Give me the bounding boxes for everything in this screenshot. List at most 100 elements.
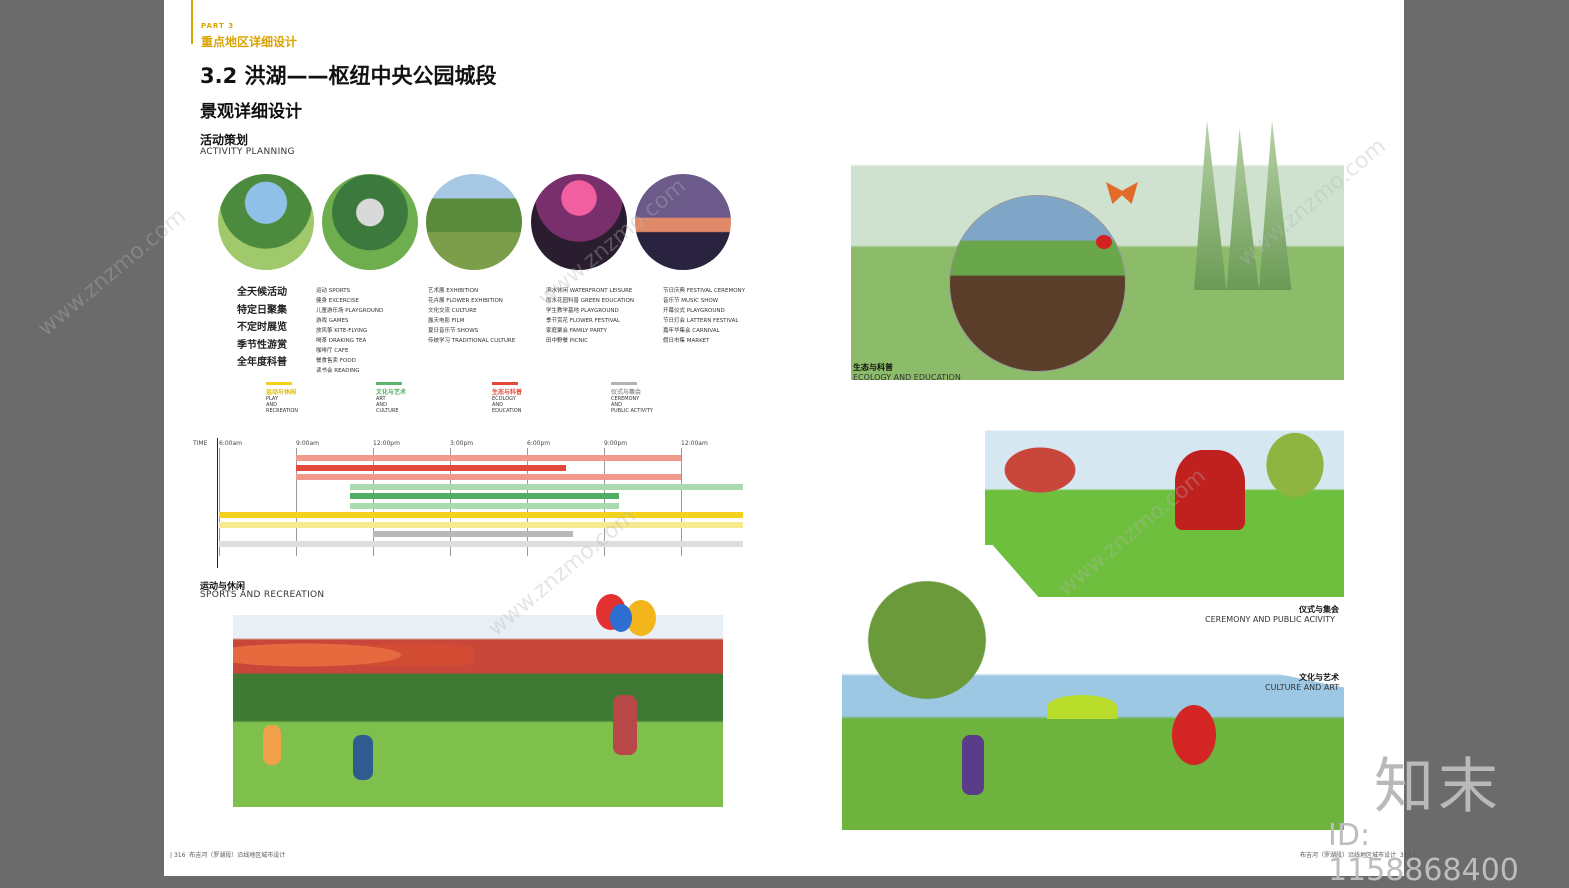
- page-number-left: 316: [173, 852, 186, 859]
- ecology-caption-en: ECOLOGY AND EDUCATION: [853, 373, 961, 382]
- category-item: 特定日聚集: [237, 304, 287, 316]
- activity-item: 放风筝 KITE-FLYING: [316, 328, 368, 334]
- activity-item: 开幕仪式 PLAYGROUND: [663, 308, 725, 314]
- ecology-caption: 生态与科普: [853, 363, 893, 372]
- legend-swatch: [376, 382, 402, 385]
- activity-title-en: ACTIVITY PLANNING: [200, 147, 295, 157]
- ceremony-caption: 仪式与集会: [1299, 605, 1339, 614]
- cyclist-figure: [353, 735, 373, 780]
- legend-label: 生态与科普: [492, 389, 523, 396]
- legend-label: 文化与艺术: [376, 389, 407, 396]
- soil-section-circle: [949, 195, 1126, 372]
- legend-play: 运动与休闲 PLAY AND RECREATION: [266, 382, 298, 414]
- balloon-blue: [610, 604, 632, 632]
- watermark-logo: 知末: [1374, 752, 1502, 822]
- photo-meadow: [426, 174, 522, 270]
- ladybug-icon: [1096, 235, 1112, 249]
- photo-fountain: [635, 174, 731, 270]
- umbrella: [1047, 695, 1117, 719]
- category-item: 全年度科普: [237, 357, 287, 368]
- legend-ecology: 生态与科普 ECOLOGY AND EDUCATION: [492, 382, 522, 414]
- activity-item: 花卉展 FLOWER EXHIBITION: [428, 298, 503, 304]
- activity-item: 田中野餐 PICNIC: [546, 338, 589, 344]
- timeline-tick-label: 6:00am: [219, 440, 242, 447]
- timeline-tick-line: [527, 448, 528, 556]
- timeline-bar: [373, 531, 574, 537]
- activity-item: 嘉年华集会 CARNIVAL: [663, 328, 720, 334]
- legend-swatch: [266, 382, 292, 385]
- timeline-bar: [296, 474, 681, 480]
- sports-collage: [233, 615, 723, 807]
- legend-label: 运动与休闲: [266, 389, 297, 396]
- timeline-tick-label: 9:00pm: [604, 440, 628, 447]
- legend-label-en: CEREMONY AND PUBLIC ACTIVITY: [611, 396, 653, 414]
- lion-dance: [1175, 450, 1245, 530]
- timeline-tick-label: 6:00pm: [527, 440, 551, 447]
- timeline-tick-line: [681, 448, 682, 556]
- timeline-bar: [349, 483, 743, 490]
- category-item: 不定时展览: [237, 322, 287, 333]
- activity-item: 季节赏花 FLOWER FESTIVAL: [546, 318, 620, 324]
- timeline-tick-line: [604, 448, 605, 556]
- activity-item: 学生教学基地 PLAYGROUND: [546, 308, 619, 314]
- activity-column-3: 滨水休闲 WATERFRONT LEISURE 雨水花园科普 GREEN EDU…: [546, 286, 634, 346]
- photo-lawn: [218, 174, 314, 270]
- timeline-tick-label: 12:00pm: [373, 440, 400, 447]
- activity-item: 游戏 GAMES: [316, 318, 349, 324]
- footer-right: 布吉河（罗湖段）沿线地区城市设计 317 |: [1300, 852, 1416, 859]
- timeline-tick-label: 9:00am: [296, 440, 319, 447]
- timeline-bar: [219, 512, 743, 518]
- activity-column-1: 运动 SPORTS 健身 EXCERCISE 儿童游乐场 PLAYGROUND …: [316, 286, 383, 376]
- activity-column-2: 艺术展 EXHIBITION 花卉展 FLOWER EXHIBITION 文化交…: [428, 286, 515, 346]
- activity-item: 滨水休闲 WATERFRONT LEISURE: [546, 288, 633, 294]
- activity-item: 假日市集 MARKET: [663, 338, 710, 344]
- musician-figure: [962, 735, 984, 795]
- activity-item: 艺术展 EXHIBITION: [428, 288, 479, 294]
- activity-item: 传统学习 TRADITIONAL CULTURE: [428, 338, 516, 344]
- timeline-tick-line: [296, 448, 297, 556]
- activity-item: 咖啡厅 CAFE: [316, 348, 349, 354]
- timeline-tick-label: 3:00pm: [450, 440, 474, 447]
- activity-item: 喝茶 DRAKING TEA: [316, 338, 367, 344]
- category-item: 季节性游赏: [237, 339, 287, 351]
- child-figure: [613, 695, 637, 755]
- legend-label: 仪式与集会: [611, 389, 642, 396]
- activity-item: 家庭聚会 FAMILY PARTY: [546, 328, 607, 334]
- balloon-dog-sculpture: [1172, 705, 1216, 765]
- photo-bridge: [322, 174, 418, 270]
- ceremony-collage: [985, 400, 1344, 597]
- timeline-tick-line: [450, 448, 451, 556]
- activity-item: 夏日音乐节 SHOWS: [428, 328, 479, 334]
- timeline-tick-line: [373, 448, 374, 556]
- tree: [1255, 420, 1335, 510]
- timeline-axis: [217, 438, 218, 568]
- butterfly-icon: [1106, 182, 1138, 204]
- sports-title: 运动与休闲: [200, 582, 246, 592]
- footer-right-text: 布吉河（罗湖段）沿线地区城市设计: [1300, 852, 1397, 859]
- activity-item: 节日灯会 LATTERN FESTIVAL: [663, 318, 739, 324]
- ceremony-caption-en: CEREMONY AND PUBLIC ACIVITY: [1205, 615, 1336, 624]
- activity-item: 雨水花园科普 GREEN EDUCATION: [546, 298, 634, 304]
- category-item: 全天候活动: [237, 287, 287, 298]
- activity-item: 运动 SPORTS: [316, 288, 351, 294]
- timeline-bar: [219, 521, 743, 528]
- timeline-bar: [296, 464, 566, 471]
- flame-trees: [233, 635, 473, 675]
- activity-item: 儿童游乐场 PLAYGROUND: [316, 308, 384, 314]
- part-accent-line: [191, 0, 193, 44]
- page-title: 3.2 洪湖——枢纽中央公园城段: [200, 64, 497, 88]
- flame-tree: [985, 435, 1095, 505]
- legend-label-en: ECOLOGY AND EDUCATION: [492, 396, 522, 414]
- footer-left-text: 布吉河（罗湖段）沿线地区城市设计: [189, 852, 286, 859]
- ecology-collage: [851, 110, 1344, 380]
- timeline-bar: [349, 493, 620, 499]
- footer-left: | 316 布吉河（罗湖段）沿线地区城市设计: [170, 852, 286, 859]
- activity-item: 节日庆典 FESTIVAL CEREMONY: [663, 288, 746, 294]
- timeline-bar: [219, 540, 743, 547]
- legend-swatch: [611, 382, 637, 385]
- activity-item: 露天电影 FILM: [428, 318, 465, 324]
- person-figure: [263, 725, 281, 765]
- timeline-time-label: TIME: [193, 440, 208, 447]
- activity-item: 读书会 READING: [316, 368, 360, 374]
- legend-culture: 文化与艺术 ART AND CULTURE: [376, 382, 406, 414]
